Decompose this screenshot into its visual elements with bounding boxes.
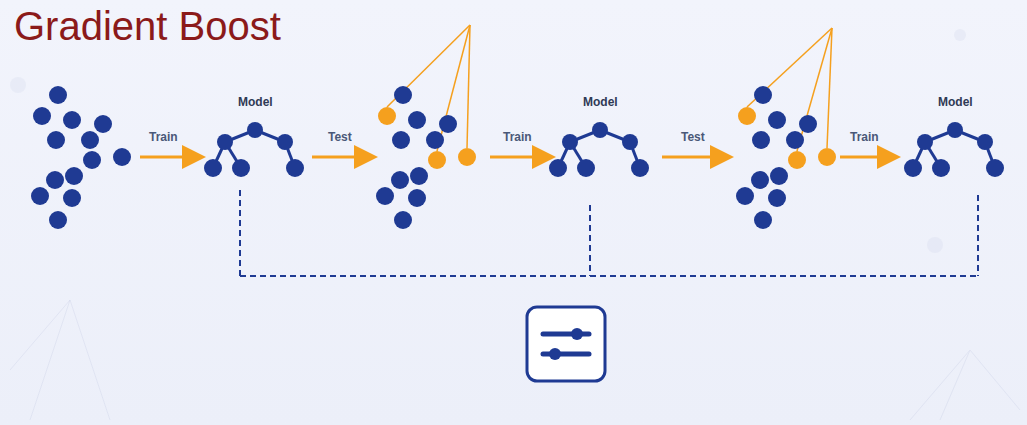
tree-node bbox=[917, 134, 933, 150]
misclassified-point bbox=[378, 107, 396, 125]
error-pointer bbox=[747, 28, 832, 107]
misclassified-point bbox=[818, 148, 836, 166]
data-point bbox=[786, 131, 804, 149]
model-label: Model bbox=[583, 95, 618, 109]
step-label: Test bbox=[328, 130, 352, 144]
misclassified-point bbox=[788, 151, 806, 169]
data-point bbox=[63, 189, 81, 207]
error-pointer bbox=[827, 28, 832, 148]
data-point bbox=[63, 111, 81, 129]
data-point bbox=[768, 189, 786, 207]
data-point bbox=[391, 171, 409, 189]
data-point bbox=[410, 167, 428, 185]
data-point bbox=[408, 111, 426, 129]
tree-node bbox=[986, 159, 1004, 177]
data-point bbox=[46, 171, 64, 189]
tree-node bbox=[247, 122, 263, 138]
tree-node bbox=[217, 134, 233, 150]
tree-node bbox=[592, 122, 608, 138]
tree-node bbox=[622, 134, 638, 150]
tree-node bbox=[204, 159, 222, 177]
tree-node bbox=[277, 134, 293, 150]
data-point bbox=[113, 148, 131, 166]
error-pointer bbox=[437, 25, 470, 151]
misclassified-point bbox=[458, 148, 476, 166]
error-pointer bbox=[467, 25, 470, 148]
data-point bbox=[81, 131, 99, 149]
step-label: Train bbox=[850, 130, 879, 144]
tree-node bbox=[232, 159, 250, 177]
error-pointer bbox=[387, 25, 470, 107]
data-point bbox=[770, 167, 788, 185]
data-point bbox=[426, 131, 444, 149]
data-point bbox=[751, 171, 769, 189]
diagram-title: Gradient Boost bbox=[14, 6, 281, 46]
data-point bbox=[94, 115, 112, 133]
step-label: Train bbox=[503, 130, 532, 144]
data-point bbox=[65, 167, 83, 185]
data-point bbox=[33, 107, 51, 125]
data-point bbox=[439, 115, 457, 133]
tree-node bbox=[977, 134, 993, 150]
data-point bbox=[768, 111, 786, 129]
data-point bbox=[376, 187, 394, 205]
error-pointer bbox=[797, 28, 832, 151]
misclassified-point bbox=[428, 151, 446, 169]
data-point bbox=[408, 189, 426, 207]
data-point bbox=[83, 151, 101, 169]
misclassified-point bbox=[738, 107, 756, 125]
tree-node bbox=[932, 159, 950, 177]
tree-node bbox=[286, 159, 304, 177]
step-label: Test bbox=[681, 130, 705, 144]
data-point bbox=[752, 131, 770, 149]
data-point bbox=[754, 86, 772, 104]
data-point bbox=[49, 211, 67, 229]
tree-node bbox=[904, 159, 922, 177]
tree-node bbox=[577, 159, 595, 177]
tree-node bbox=[631, 159, 649, 177]
data-point bbox=[394, 211, 412, 229]
data-point bbox=[394, 86, 412, 104]
model-label: Model bbox=[938, 95, 973, 109]
data-point bbox=[392, 131, 410, 149]
data-point bbox=[799, 115, 817, 133]
model-label: Model bbox=[238, 95, 273, 109]
data-point bbox=[736, 187, 754, 205]
data-point bbox=[31, 187, 49, 205]
data-point bbox=[754, 211, 772, 229]
tree-node bbox=[549, 159, 567, 177]
tree-node bbox=[562, 134, 578, 150]
data-point bbox=[49, 86, 67, 104]
tree-node bbox=[947, 122, 963, 138]
data-point bbox=[47, 131, 65, 149]
step-label: Train bbox=[149, 130, 178, 144]
